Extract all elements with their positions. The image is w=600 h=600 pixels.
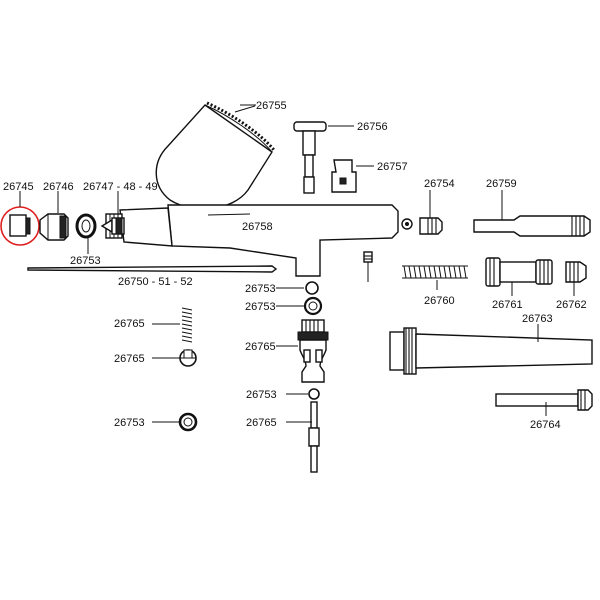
part-small-nut — [401, 218, 413, 230]
part-26753-ring-d — [308, 388, 320, 400]
label-26765-spring: 26765 — [114, 318, 145, 330]
label-26758: 26758 — [242, 221, 273, 233]
label-26753-a: 26753 — [70, 255, 101, 267]
label-26765-valve: 26765 — [246, 417, 277, 429]
label-26753-e: 26753 — [114, 417, 145, 429]
part-26753-ring-e — [178, 412, 198, 432]
part-26762-tip — [565, 261, 587, 283]
part-26747-nozzle — [100, 217, 125, 235]
label-26760: 26760 — [424, 295, 455, 307]
label-26756: 26756 — [357, 121, 388, 133]
label-26759: 26759 — [486, 178, 517, 190]
part-26763-handle — [389, 327, 593, 375]
label-26754: 26754 — [424, 178, 455, 190]
part-26753-ring-b — [305, 281, 319, 295]
part-26753-ring-c — [303, 296, 323, 316]
part-26764-rod — [495, 389, 593, 411]
part-26760-spring — [402, 264, 470, 279]
label-26762: 26762 — [556, 299, 587, 311]
part-26745-nozzle-cap — [0, 206, 40, 246]
label-26765-body: 26765 — [245, 341, 276, 353]
part-26753-ring-a — [75, 213, 97, 239]
label-26755: 26755 — [256, 100, 287, 112]
label-26763: 26763 — [522, 313, 553, 325]
label-26747: 26747 - 48 - 49 — [83, 181, 158, 193]
part-26759-tube — [473, 215, 591, 237]
part-small-stem — [363, 251, 373, 282]
part-26746-head — [39, 213, 69, 241]
part-26765-valve-stem — [308, 401, 320, 473]
label-26761: 26761 — [492, 299, 523, 311]
label-26753-d: 26753 — [246, 389, 277, 401]
label-26757: 26757 — [377, 161, 408, 173]
leader-lines — [19, 104, 575, 423]
label-26753-c: 26753 — [245, 301, 276, 313]
part-26750-needle — [27, 265, 278, 273]
part-26761-adjuster — [485, 257, 553, 287]
label-26765-clip: 26765 — [114, 353, 145, 365]
part-26755-cup — [155, 101, 276, 210]
label-26750: 26750 - 51 - 52 — [118, 276, 193, 288]
part-26765-clip — [179, 349, 197, 367]
part-26756-trigger — [293, 121, 327, 194]
part-labels: 26745 26746 26747 - 48 - 49 26753 26750 … — [3, 100, 587, 431]
part-26758-body — [105, 204, 399, 277]
part-26754-guide — [419, 217, 443, 235]
part-26765-valve-body — [297, 319, 329, 383]
part-26757-piece — [331, 159, 357, 193]
label-26753-b: 26753 — [245, 283, 276, 295]
label-26746: 26746 — [43, 181, 74, 193]
label-26745: 26745 — [3, 181, 34, 193]
part-26765-spring — [181, 307, 193, 343]
label-26764: 26764 — [530, 419, 561, 431]
